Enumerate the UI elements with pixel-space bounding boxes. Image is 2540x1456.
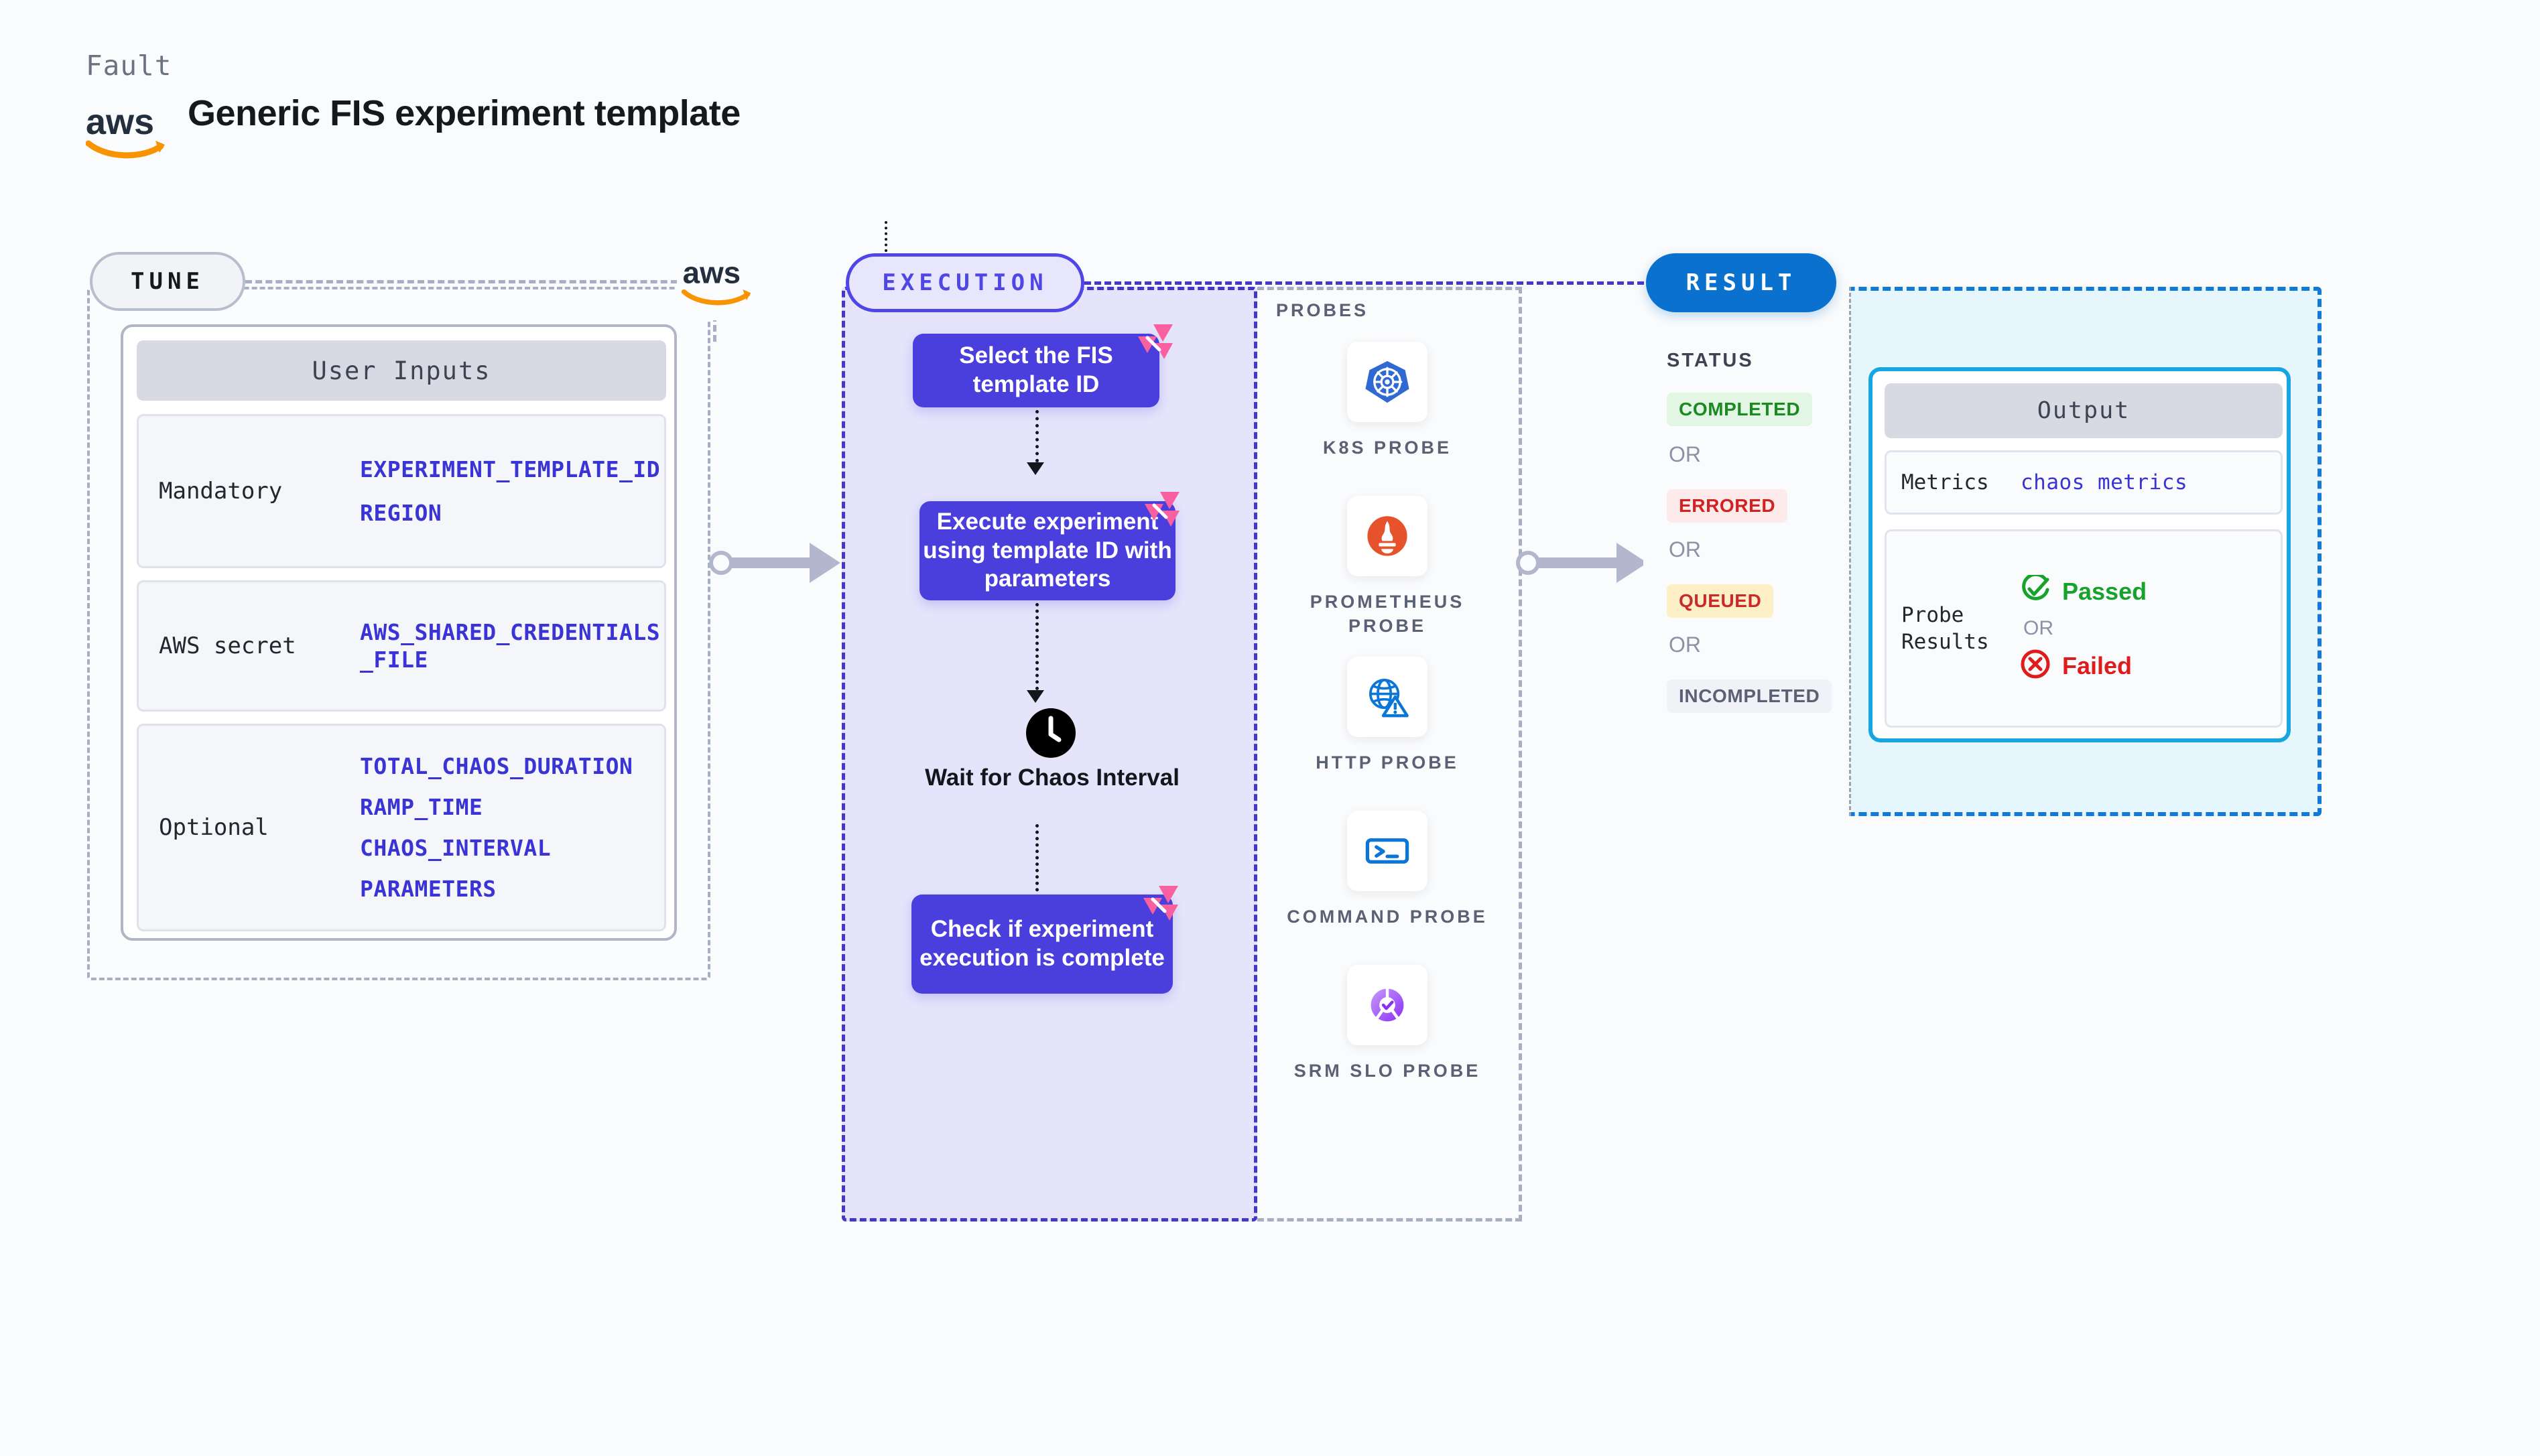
output-card: Output Metrics chaos metrics Probe Resul… bbox=[1868, 367, 2291, 742]
status-badge-queued: QUEUED bbox=[1667, 584, 1774, 618]
litmus-chaos-icon bbox=[1138, 884, 1180, 926]
input-value: TOTAL_CHAOS_DURATION bbox=[360, 753, 633, 779]
input-row-aws-secret: AWS secret AWS_SHARED_CREDENTIALS _FILE bbox=[137, 580, 666, 712]
tune-badge: TUNE bbox=[90, 252, 245, 311]
output-title: Output bbox=[1885, 383, 2283, 438]
status-or-label: OR bbox=[1669, 537, 1701, 561]
status-badge-completed: COMPLETED bbox=[1667, 393, 1813, 426]
litmus-chaos-icon bbox=[1133, 323, 1174, 365]
input-value: PARAMETERS bbox=[360, 876, 497, 902]
input-value: AWS_SHARED_CREDENTIALS bbox=[360, 619, 661, 645]
flow-arrow-head bbox=[1027, 462, 1044, 475]
input-value: RAMP_TIME bbox=[360, 794, 483, 820]
input-row-mandatory: Mandatory EXPERIMENT_TEMPLATE_ID REGION bbox=[137, 414, 666, 568]
execution-connector-line bbox=[1084, 281, 1755, 285]
probe-verdict-failed: Failed bbox=[2021, 649, 2147, 682]
input-row-label: Optional bbox=[159, 814, 269, 841]
tune-aws-stub-line bbox=[713, 315, 716, 342]
user-inputs-card: User Inputs Mandatory EXPERIMENT_TEMPLAT… bbox=[121, 324, 677, 941]
result-badge: RESULT bbox=[1646, 253, 1836, 312]
status-or-label: OR bbox=[1669, 633, 1701, 657]
execution-step-select-template[interactable]: Select the FIS template ID bbox=[913, 334, 1159, 407]
probes-panel bbox=[1257, 287, 1522, 1221]
flow-arrow-line bbox=[1035, 824, 1039, 898]
kubernetes-icon bbox=[1347, 342, 1427, 422]
wait-for-chaos-interval-label: Wait for Chaos Interval bbox=[925, 765, 1180, 791]
status-column bbox=[1643, 287, 1851, 816]
input-value: EXPERIMENT_TEMPLATE_ID bbox=[360, 456, 661, 482]
execution-badge: EXECUTION bbox=[846, 253, 1084, 312]
page-eyebrow: Fault bbox=[86, 50, 172, 82]
output-row-value: chaos metrics bbox=[2021, 470, 2188, 494]
execution-step-execute-experiment[interactable]: Execute experiment using template ID wit… bbox=[919, 501, 1176, 600]
probe-item-command[interactable]: COMMAND PROBE bbox=[1287, 811, 1488, 929]
probe-label: COMMAND PROBE bbox=[1287, 907, 1488, 927]
flow-arrow-line bbox=[1035, 410, 1039, 462]
input-row-label: AWS secret bbox=[159, 633, 296, 659]
input-row-label: Mandatory bbox=[159, 478, 283, 505]
http-globe-warning-icon bbox=[1347, 657, 1427, 737]
x-circle-icon bbox=[2021, 649, 2050, 682]
flow-arrow-head bbox=[1027, 690, 1044, 703]
probe-verdict-passed-label: Passed bbox=[2062, 577, 2147, 605]
probe-label: K8S PROBE bbox=[1322, 438, 1452, 458]
terminal-icon bbox=[1347, 811, 1427, 891]
status-title: STATUS bbox=[1667, 350, 1754, 371]
check-circle-icon bbox=[2021, 572, 2050, 608]
probe-item-http[interactable]: HTTP PROBE bbox=[1287, 657, 1488, 775]
probe-item-k8s[interactable]: K8S PROBE bbox=[1287, 342, 1488, 460]
flow-arrow-line bbox=[1035, 603, 1039, 690]
probe-label: HTTP PROBE bbox=[1316, 752, 1459, 773]
input-value: CHAOS_INTERVAL bbox=[360, 835, 552, 861]
prometheus-icon bbox=[1347, 496, 1427, 576]
probe-label: SRM SLO PROBE bbox=[1293, 1061, 1481, 1081]
status-or-label: OR bbox=[1669, 442, 1701, 466]
probe-verdict-passed: Passed bbox=[2021, 572, 2147, 608]
svg-text:aws: aws bbox=[86, 102, 154, 142]
connector-arrow-tune-execution bbox=[709, 543, 843, 583]
status-badge-errored: ERRORED bbox=[1667, 489, 1788, 523]
output-row-metrics: Metrics chaos metrics bbox=[1885, 450, 2283, 515]
page-title: Generic FIS experiment template bbox=[188, 93, 741, 133]
user-inputs-title: User Inputs bbox=[137, 340, 666, 401]
aws-logo-icon: aws bbox=[677, 241, 756, 320]
output-row-probe-results: Probe Results Passed OR bbox=[1885, 529, 2283, 728]
probe-verdict-or-label: OR bbox=[2023, 617, 2053, 639]
execution-stub-line bbox=[885, 221, 887, 252]
litmus-chaos-icon bbox=[1139, 490, 1181, 532]
clock-icon bbox=[1025, 708, 1076, 758]
connector-arrow-execution-result bbox=[1516, 543, 1650, 583]
execution-step-check-complete[interactable]: Check if experiment execution is complet… bbox=[911, 895, 1173, 994]
probe-item-prometheus[interactable]: PROMETHEUS PROBE bbox=[1287, 496, 1488, 639]
probe-label: PROMETHEUS PROBE bbox=[1310, 592, 1465, 637]
input-row-optional: Optional TOTAL_CHAOS_DURATION RAMP_TIME … bbox=[137, 724, 666, 931]
probe-verdict-failed-label: Failed bbox=[2062, 651, 2133, 679]
output-row-label: Probe Results bbox=[1901, 602, 1989, 654]
output-row-label: Metrics bbox=[1901, 470, 1989, 494]
input-value: REGION bbox=[360, 500, 442, 526]
aws-logo-icon: aws bbox=[85, 99, 168, 161]
probe-item-srm-slo[interactable]: SRM SLO PROBE bbox=[1287, 965, 1488, 1083]
svg-text:aws: aws bbox=[683, 256, 741, 290]
status-badge-incompleted: INCOMPLETED bbox=[1667, 679, 1832, 713]
srm-slo-icon bbox=[1347, 965, 1427, 1045]
probes-title: PROBES bbox=[1276, 300, 1369, 320]
tune-connector-line bbox=[245, 280, 688, 283]
input-value: _FILE bbox=[360, 647, 428, 673]
